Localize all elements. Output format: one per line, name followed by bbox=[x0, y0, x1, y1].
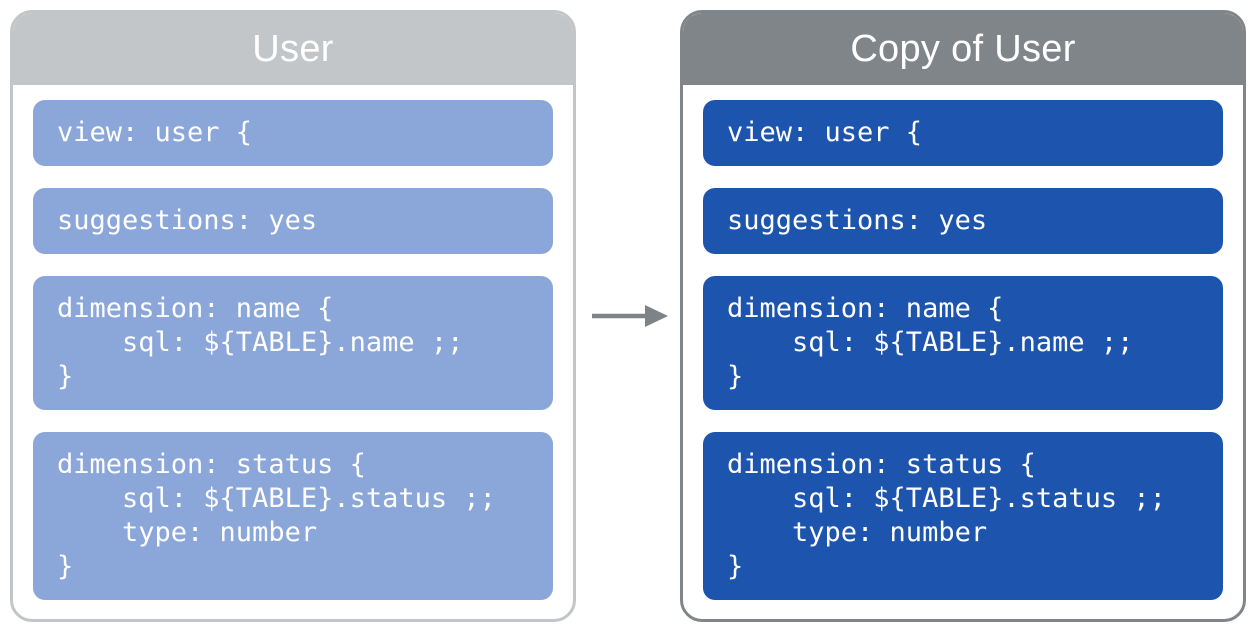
panel-user: User view: user { suggestions: yes dimen… bbox=[10, 10, 576, 622]
code-line: dimension: name { bbox=[57, 293, 334, 324]
code-line: dimension: status { bbox=[57, 449, 366, 480]
panel-copy-of-user-header: Copy of User bbox=[683, 13, 1243, 85]
code-line: view: user { bbox=[57, 117, 253, 148]
code-line: sql: ${TABLE}.status ;; bbox=[57, 483, 496, 514]
code-block-dimension-name: dimension: name { sql: ${TABLE}.name ;; … bbox=[33, 276, 553, 410]
code-line: sql: ${TABLE}.name ;; bbox=[727, 327, 1134, 358]
code-line: sql: ${TABLE}.name ;; bbox=[57, 327, 464, 358]
code-block-suggestions: suggestions: yes bbox=[703, 188, 1223, 254]
code-line: suggestions: yes bbox=[57, 205, 318, 236]
panel-copy-of-user: Copy of User view: user { suggestions: y… bbox=[680, 10, 1246, 622]
code-line: } bbox=[57, 361, 74, 392]
right-arrow-icon bbox=[592, 305, 668, 327]
code-line: } bbox=[727, 551, 744, 582]
panel-copy-of-user-title: Copy of User bbox=[850, 27, 1076, 70]
panel-copy-of-user-body: view: user { suggestions: yes dimension:… bbox=[683, 85, 1243, 600]
code-block-dimension-status: dimension: status { sql: ${TABLE}.status… bbox=[33, 432, 553, 600]
code-line: suggestions: yes bbox=[727, 205, 988, 236]
panel-user-title: User bbox=[252, 27, 334, 70]
code-line: type: number bbox=[57, 517, 318, 548]
code-block-dimension-name: dimension: name { sql: ${TABLE}.name ;; … bbox=[703, 276, 1223, 410]
code-line: dimension: name { bbox=[727, 293, 1004, 324]
panel-user-body: view: user { suggestions: yes dimension:… bbox=[13, 85, 573, 600]
code-line: } bbox=[57, 551, 74, 582]
code-line: } bbox=[727, 361, 744, 392]
code-line: view: user { bbox=[727, 117, 923, 148]
code-block-view-declaration: view: user { bbox=[703, 100, 1223, 166]
code-block-dimension-status: dimension: status { sql: ${TABLE}.status… bbox=[703, 432, 1223, 600]
code-line: dimension: status { bbox=[727, 449, 1036, 480]
code-block-view-declaration: view: user { bbox=[33, 100, 553, 166]
code-line: type: number bbox=[727, 517, 988, 548]
panel-user-header: User bbox=[13, 13, 573, 85]
code-block-suggestions: suggestions: yes bbox=[33, 188, 553, 254]
code-line: sql: ${TABLE}.status ;; bbox=[727, 483, 1166, 514]
